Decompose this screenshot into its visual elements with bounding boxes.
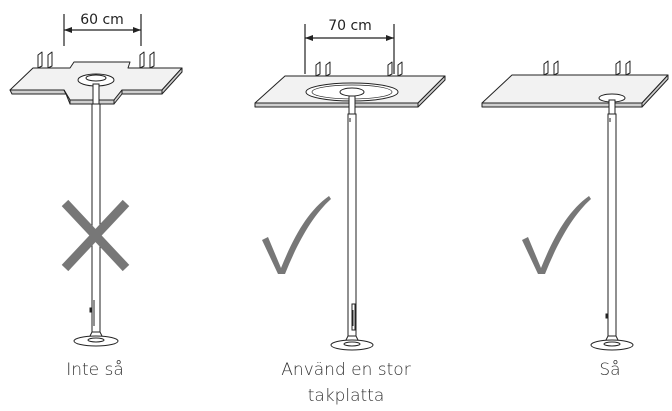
dimension-70cm (304, 24, 395, 74)
pole-1 (73, 83, 119, 347)
figure-correct (481, 60, 669, 351)
caption-large-plate-line-2: takplatta (307, 386, 385, 406)
dimension-label-70: 70 cm (328, 18, 372, 34)
pole-2 (330, 95, 374, 351)
check-mark-icon (522, 196, 591, 274)
pole-3 (590, 99, 634, 351)
figure-large-plate: 70 cm (254, 18, 446, 351)
dimension-label-60: 60 cm (80, 12, 124, 28)
caption-wrong: Inte så (66, 360, 124, 380)
dimension-60cm (63, 14, 142, 46)
check-mark-icon (262, 196, 331, 274)
ceiling-plate-large-correct (481, 60, 669, 108)
figure-wrong: 60 cm (9, 12, 183, 347)
caption-correct: Så (599, 360, 621, 380)
cross-mark-icon (61, 199, 130, 272)
caption-large-plate-line-1: Använd en stor (281, 360, 411, 380)
ceiling-plate-large (254, 61, 446, 108)
